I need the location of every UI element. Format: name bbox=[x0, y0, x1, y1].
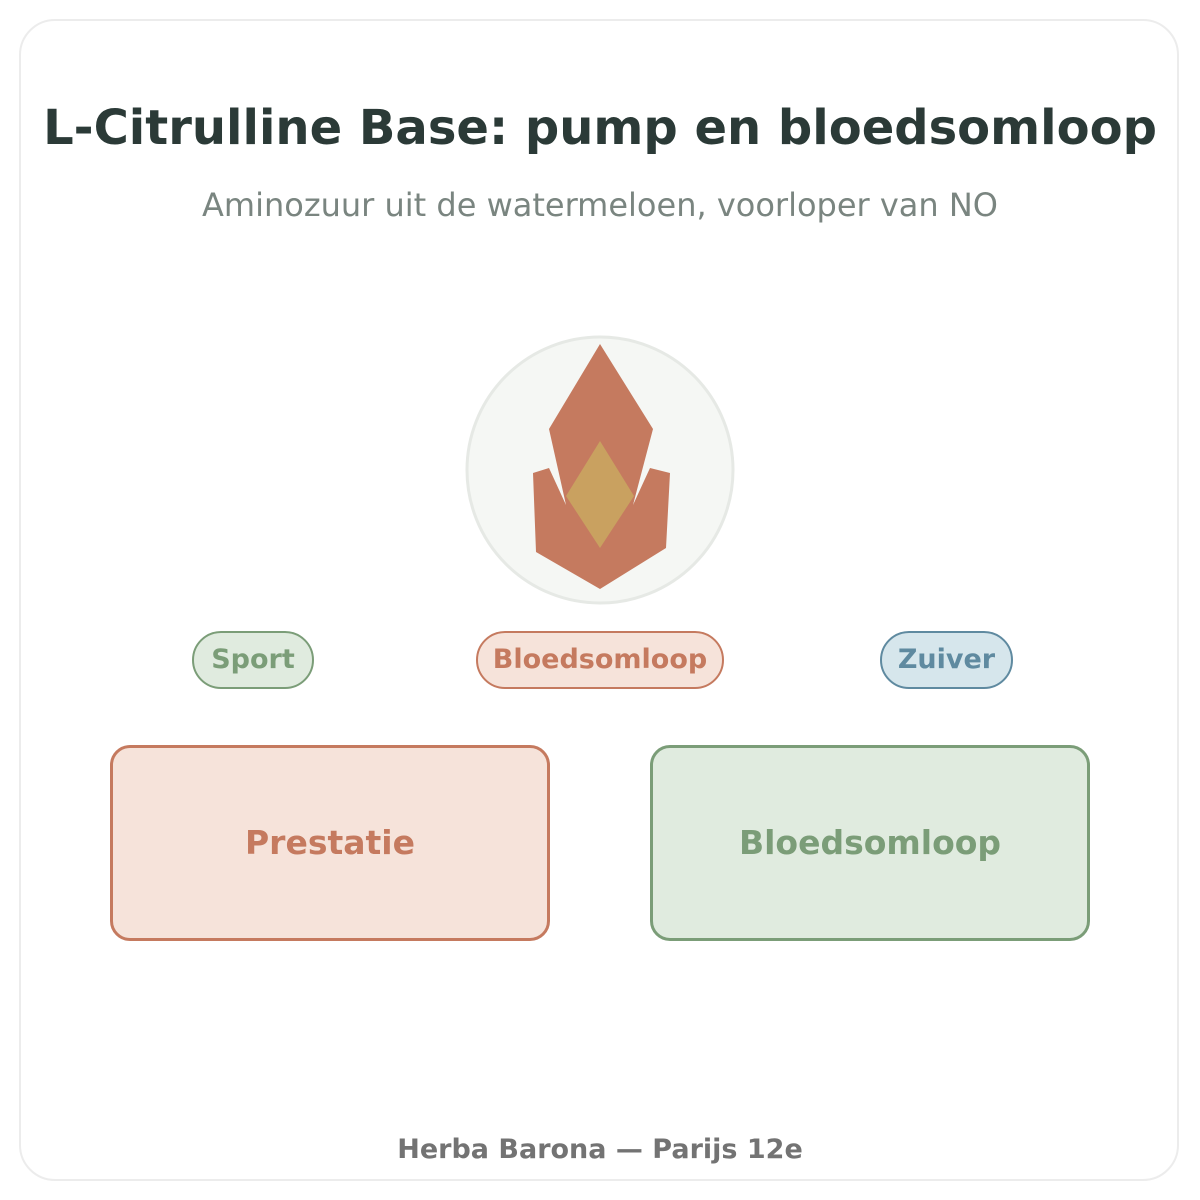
flame-core bbox=[566, 441, 634, 548]
flame-icon bbox=[465, 335, 735, 605]
benefit-bloedsomloop: Bloedsomloop bbox=[650, 745, 1090, 941]
tag-zuiver: Zuiver bbox=[880, 631, 1013, 689]
product-emblem bbox=[465, 335, 735, 605]
page-title: L-Citrulline Base: pump en bloedsomloop bbox=[43, 100, 1157, 156]
footer-store: Herba Barona — Parijs 12e bbox=[397, 1134, 803, 1165]
tag-bloedsomloop: Bloedsomloop bbox=[476, 631, 724, 689]
tag-sport: Sport bbox=[192, 631, 314, 689]
page-subtitle: Aminozuur uit de watermeloen, voorloper … bbox=[202, 186, 998, 224]
benefit-prestatie: Prestatie bbox=[110, 745, 550, 941]
